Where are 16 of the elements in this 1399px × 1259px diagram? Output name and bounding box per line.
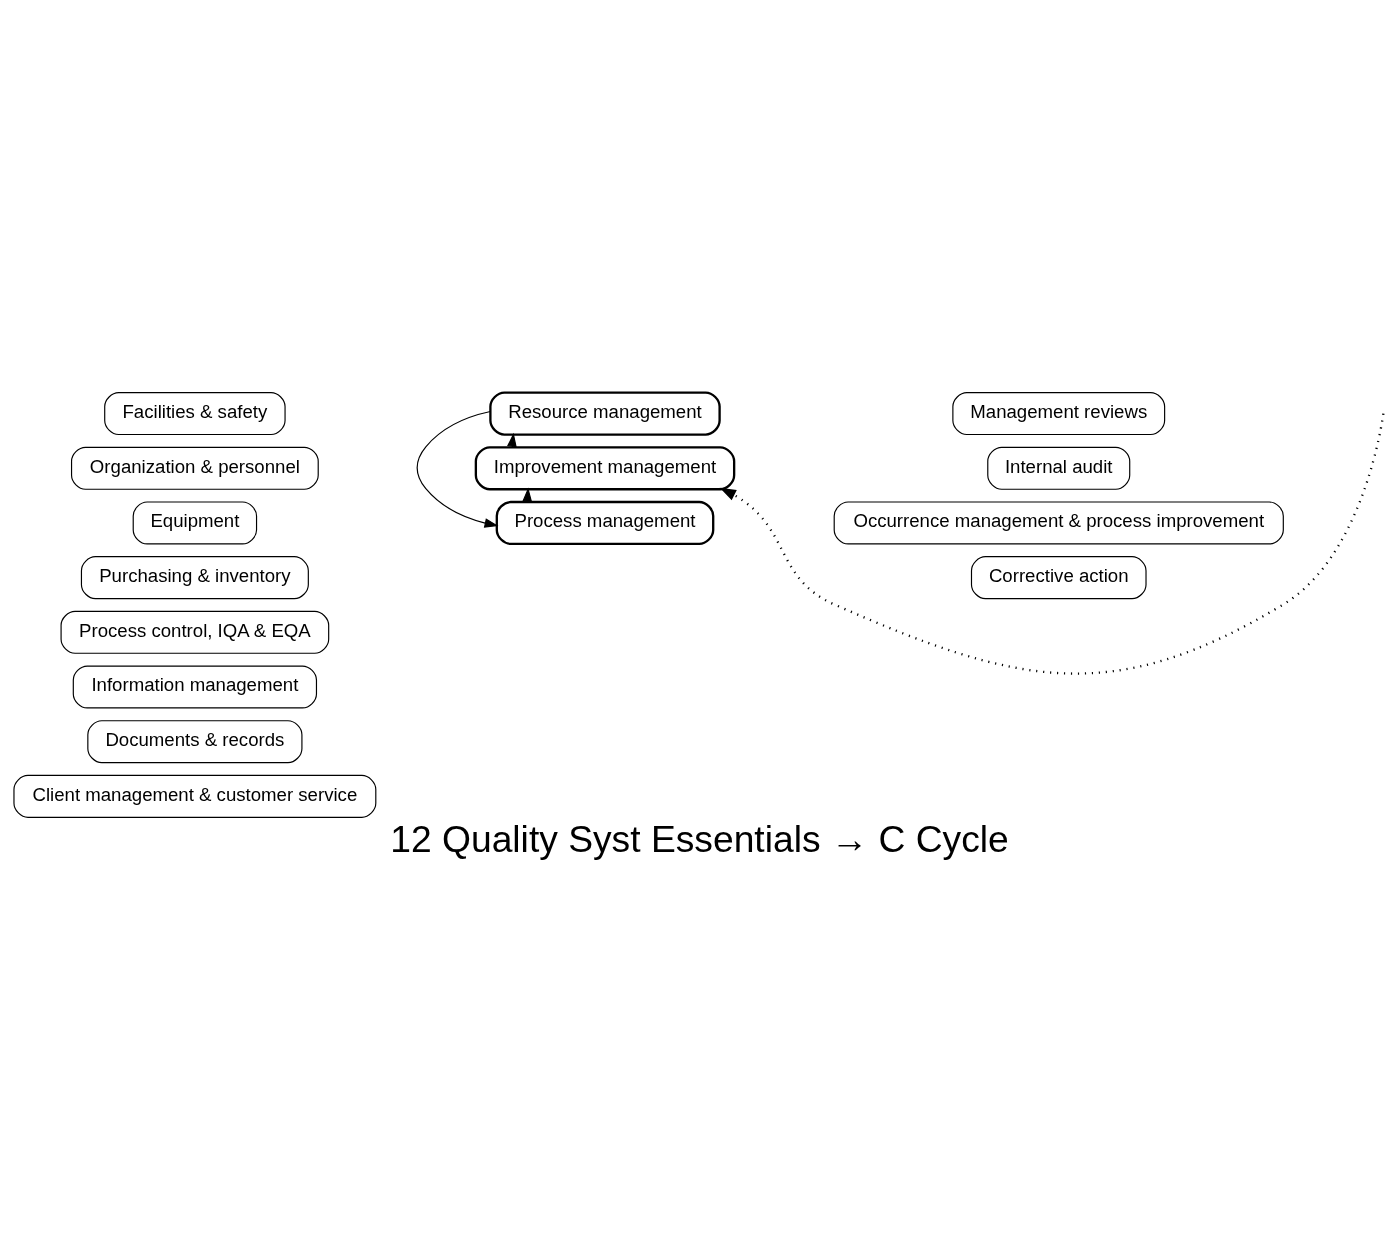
node-box: Corrective action [970, 555, 1147, 599]
node-box: Facilities & safety [104, 391, 286, 435]
node-box: Documents & records [87, 719, 303, 763]
node-box: Resource management [489, 391, 721, 436]
arrow [416, 410, 499, 528]
node-box: Management reviews [952, 391, 1166, 435]
node-box: Information management [72, 665, 318, 709]
node-box: Client management & customer service [13, 774, 377, 818]
node-box: Equipment [132, 500, 258, 544]
node-box: Organization & personnel [71, 446, 319, 490]
node-box: Process control, IQA & EQA [60, 610, 330, 654]
node-box: Occurrence management & process improvement [833, 500, 1284, 544]
node-box: Internal audit [987, 446, 1131, 490]
arrow [719, 413, 1385, 674]
diagram-title: 12 Quality Syst Essentials → C Cycle [390, 817, 1009, 860]
node-box: Purchasing & inventory [80, 555, 309, 599]
